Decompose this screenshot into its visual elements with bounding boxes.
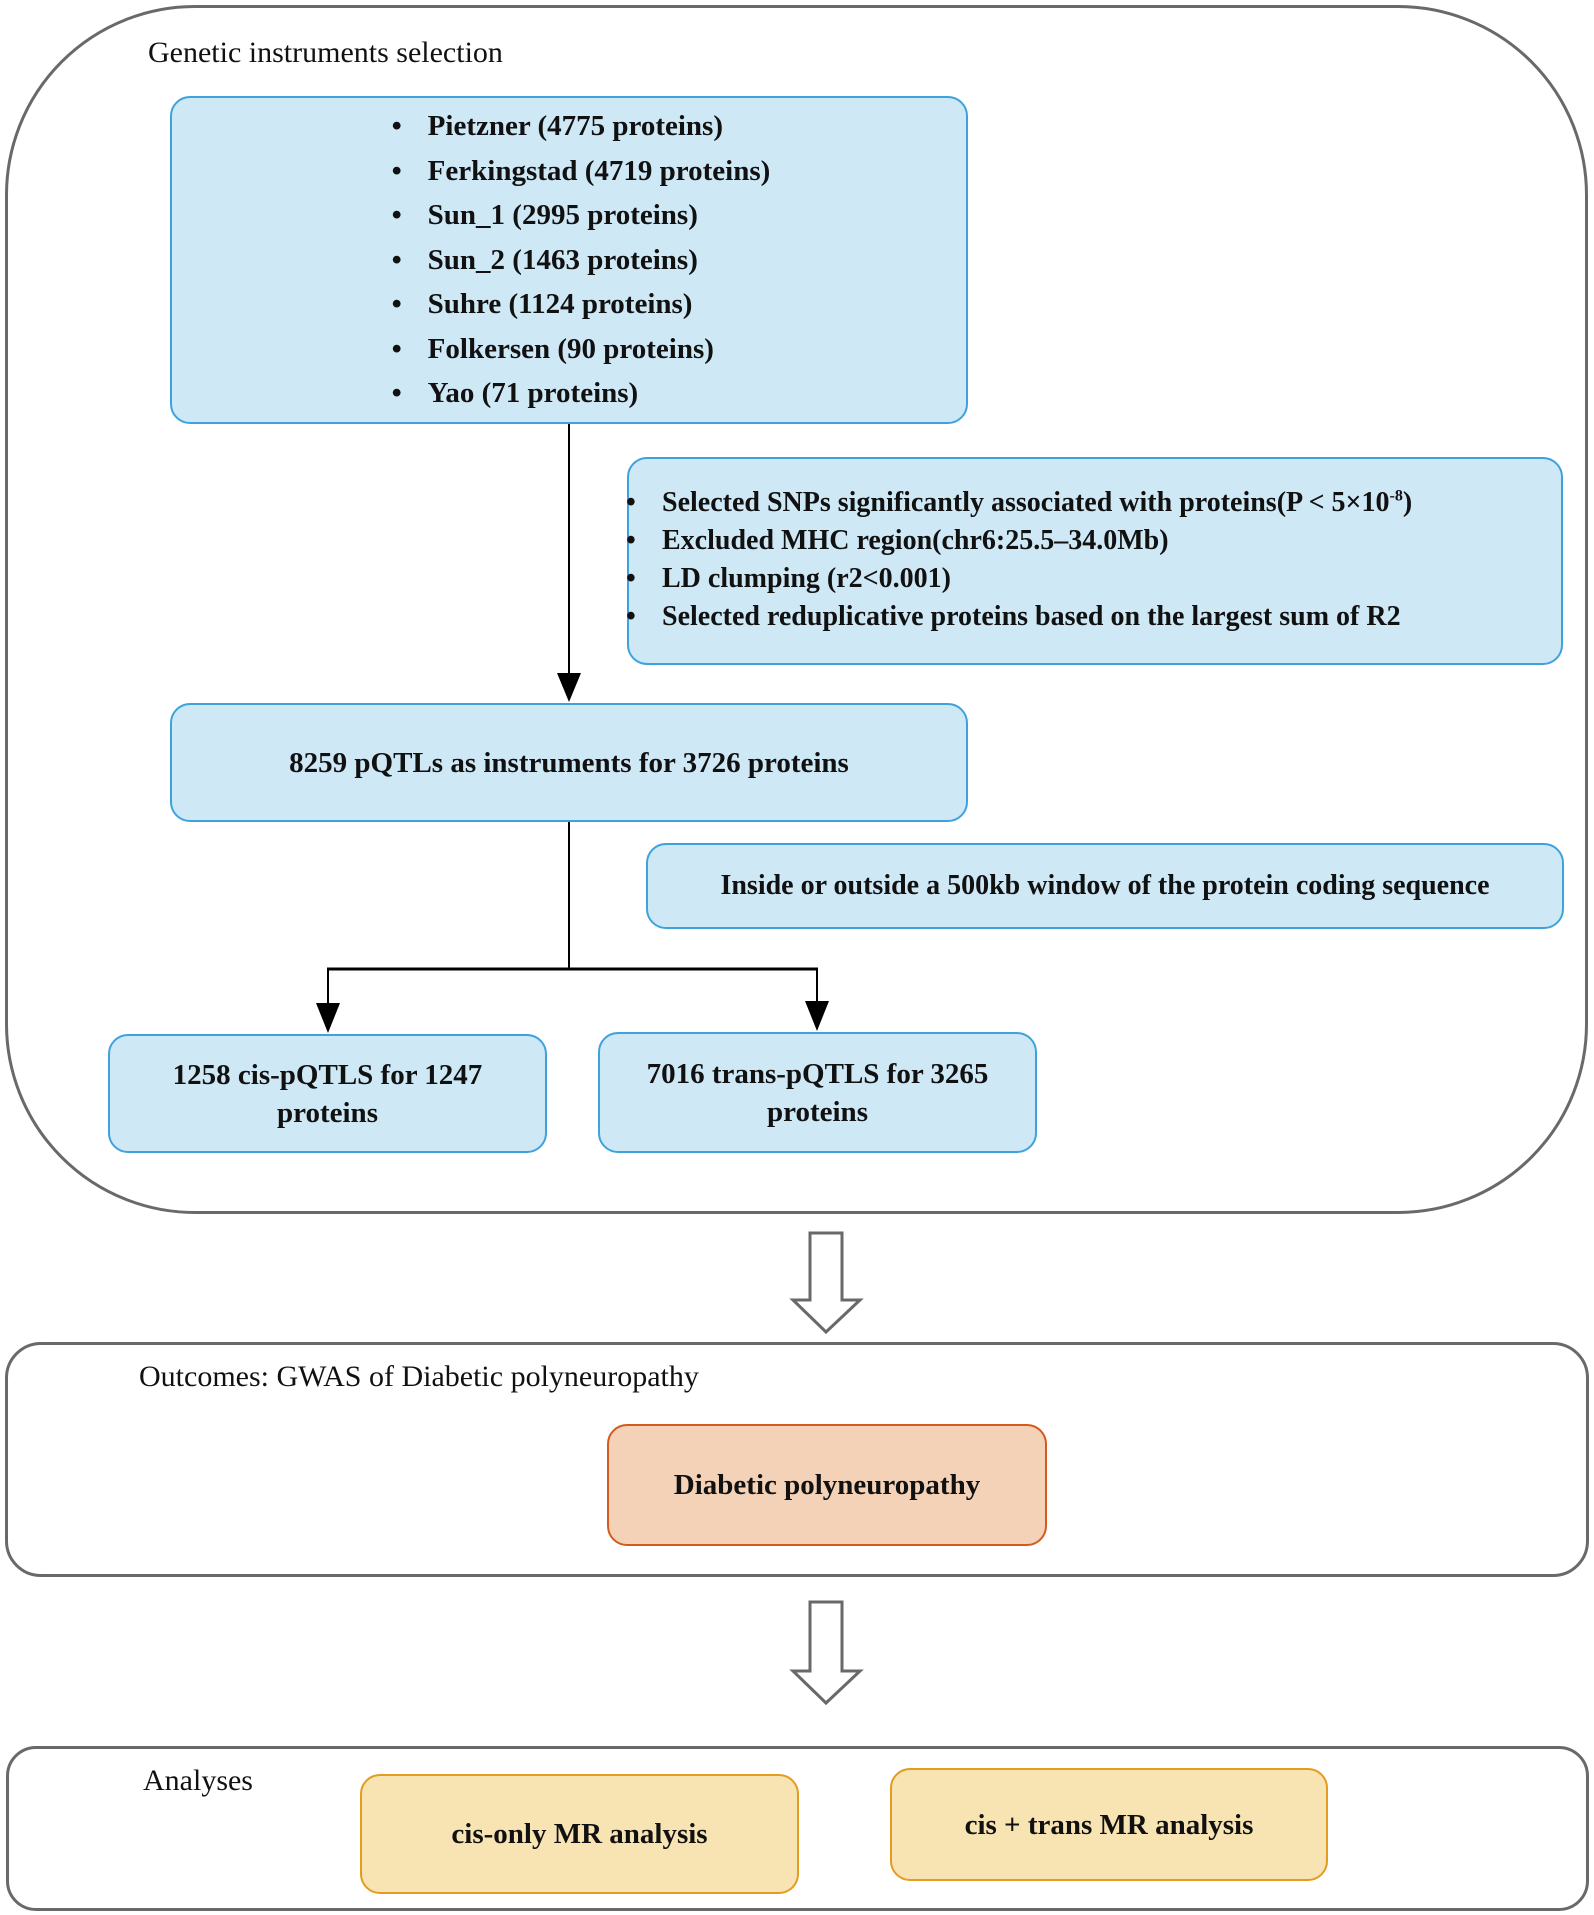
data-sources-box: Pietzner (4775 proteins) Ferkingstad (47… [170, 96, 968, 424]
criterion-item: Selected reduplicative proteins based on… [626, 598, 1412, 636]
cis-only-mr-label: cis-only MR analysis [451, 1818, 708, 1850]
source-item: Yao (71 proteins) [392, 371, 771, 416]
source-item: Suhre (1124 proteins) [392, 282, 771, 327]
hollow-down-arrow-icon [789, 1231, 864, 1335]
window-criterion-box: Inside or outside a 500kb window of the … [646, 843, 1564, 929]
cis-trans-mr-label: cis + trans MR analysis [964, 1808, 1254, 1841]
criterion-item: LD clumping (r2<0.001) [626, 560, 1412, 598]
cis-only-mr-node: cis-only MR analysis [360, 1774, 799, 1894]
cis-pqtl-label-line1: 1258 cis-pQTLS for 1247 [172, 1058, 483, 1091]
trans-pqtl-label-line1: 7016 trans-pQTLS for 3265 [646, 1057, 989, 1090]
cis-pqtl-label-line2: proteins [277, 1096, 378, 1129]
source-item: Ferkingstad (4719 proteins) [392, 149, 771, 194]
selection-criteria-list: Selected SNPs significantly associated w… [626, 484, 1412, 636]
outcome-node: Diabetic polyneuropathy [607, 1424, 1047, 1546]
outcomes-panel-title: Outcomes: GWAS of Diabetic polyneuropath… [139, 1360, 699, 1393]
source-item: Sun_1 (2995 proteins) [392, 193, 771, 238]
cis-trans-mr-node: cis + trans MR analysis [890, 1768, 1328, 1881]
window-criterion-label: Inside or outside a 500kb window of the … [720, 870, 1490, 901]
instruments-panel-title: Genetic instruments selection [148, 36, 503, 69]
outcome-node-label: Diabetic polyneuropathy [673, 1469, 981, 1501]
cis-pqtl-node: 1258 cis-pQTLS for 1247 proteins [108, 1034, 547, 1153]
trans-pqtl-node: 7016 trans-pQTLS for 3265 proteins [598, 1032, 1037, 1153]
source-item: Pietzner (4775 proteins) [392, 104, 771, 149]
criterion-item: Excluded MHC region(chr6:25.5–34.0Mb) [626, 522, 1412, 560]
trans-pqtl-label-line2: proteins [767, 1095, 868, 1128]
data-sources-list: Pietzner (4775 proteins) Ferkingstad (47… [392, 104, 771, 416]
source-item: Sun_2 (1463 proteins) [392, 238, 771, 283]
hollow-down-arrow-icon [789, 1600, 864, 1706]
source-item: Folkersen (90 proteins) [392, 327, 771, 372]
analyses-panel-title: Analyses [143, 1764, 253, 1797]
instruments-node-label: 8259 pQTLs as instruments for 3726 prote… [289, 746, 849, 779]
selection-criteria-box: Selected SNPs significantly associated w… [626, 457, 1563, 665]
criterion-item: Selected SNPs significantly associated w… [626, 484, 1412, 522]
instruments-node: 8259 pQTLs as instruments for 3726 prote… [170, 703, 968, 822]
